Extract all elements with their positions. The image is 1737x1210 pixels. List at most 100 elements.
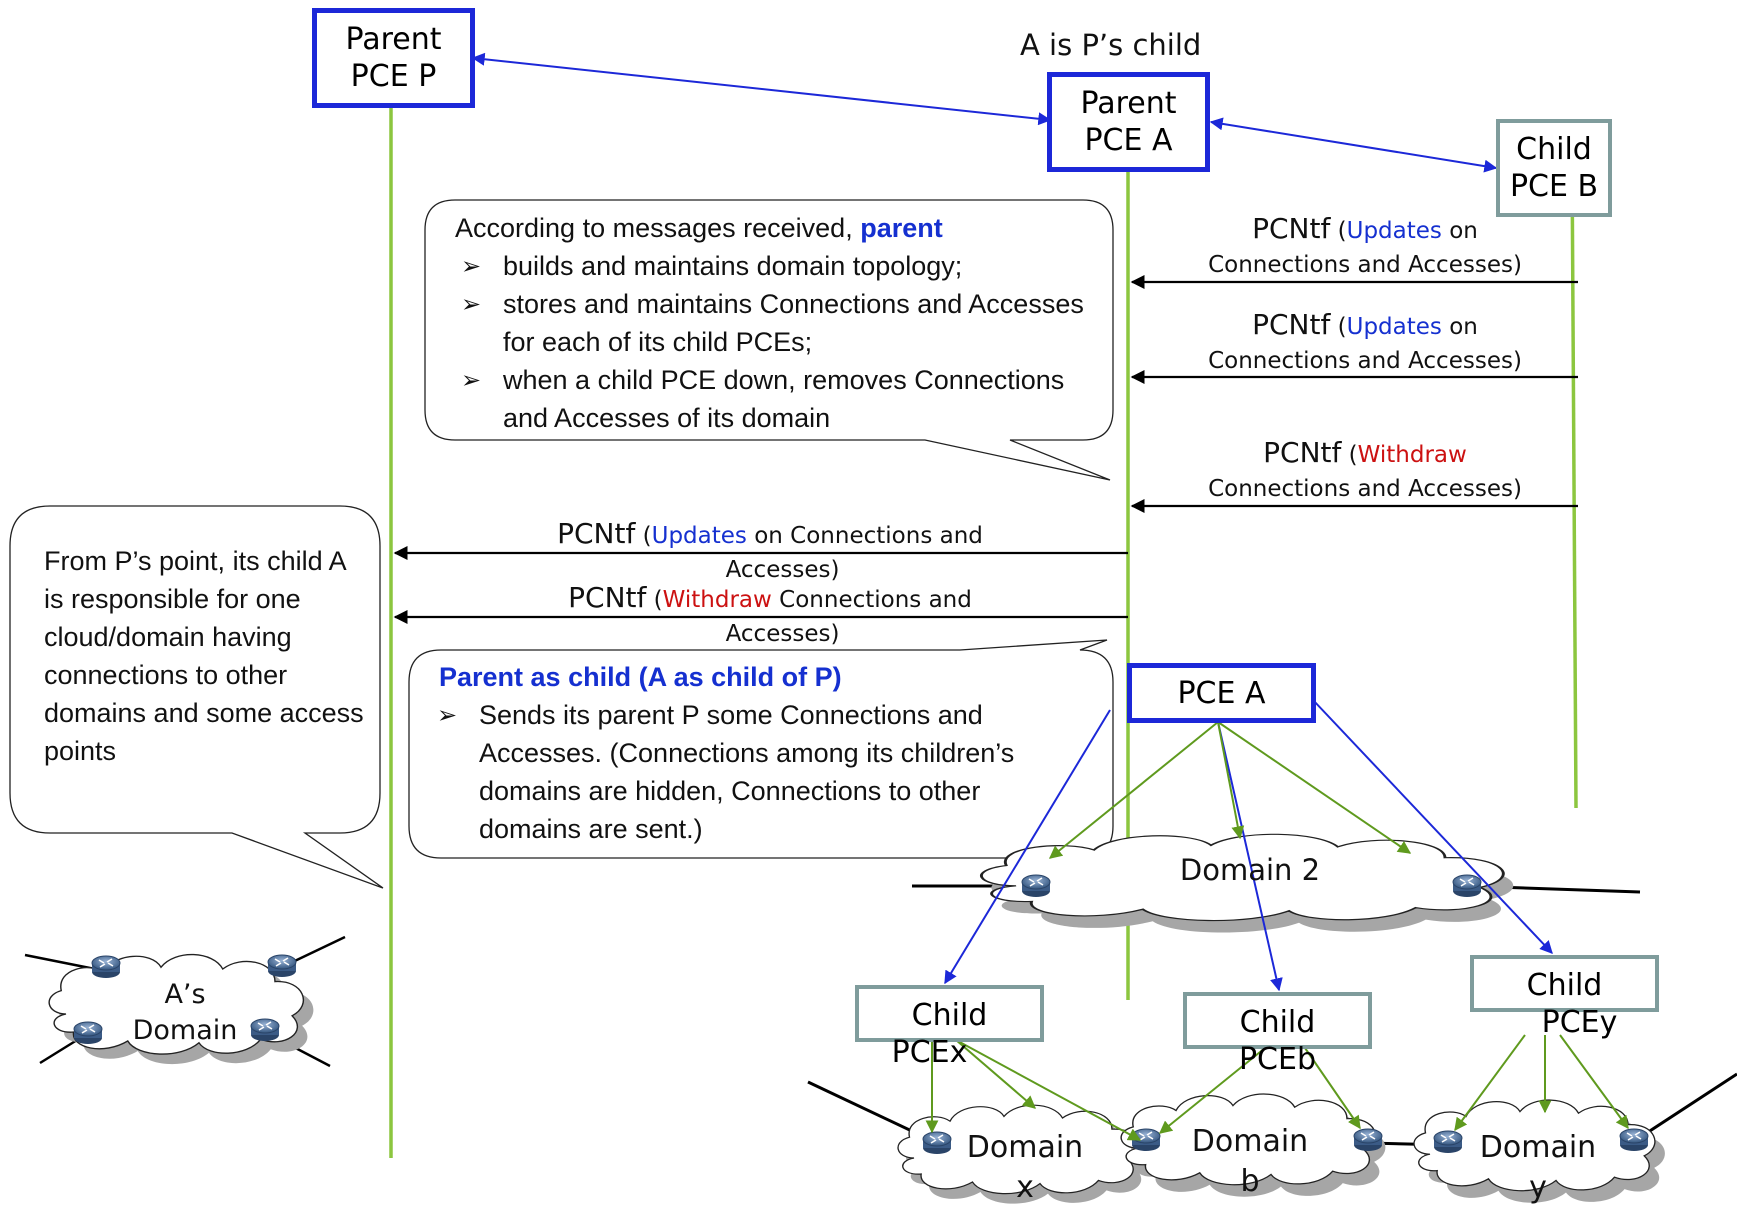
router-icon <box>91 955 121 979</box>
relation-label: A is P’s child <box>1020 28 1202 62</box>
message-2-rest: on <box>1441 314 1478 340</box>
a-domain-label: A’s Domain <box>110 977 260 1049</box>
message-4-line2: Accesses) <box>725 557 840 583</box>
message-1-open: ( <box>1330 218 1347 244</box>
green-arrow-b-2 <box>1304 1047 1361 1130</box>
callout-parent-item: builds and maintains domain topology; <box>455 247 1095 285</box>
domain-x-line2: x <box>1016 1170 1034 1205</box>
green-arrow-y-1 <box>1454 1034 1526 1132</box>
child-pcex-line2: PCEx <box>891 1035 968 1070</box>
a-domain-line1: A’s <box>164 979 206 1010</box>
child-pcey-line2: PCEy <box>1541 1005 1618 1040</box>
router-icon <box>267 954 297 978</box>
router-icon <box>1619 1128 1649 1152</box>
lifeline-child-pce-b <box>1570 154 1578 809</box>
router-icon <box>1021 874 1051 898</box>
parent-pce-a-line1: Parent <box>1080 86 1177 121</box>
message-2-open: ( <box>1330 314 1347 340</box>
router-icon <box>922 1131 952 1155</box>
message-label-3: PCNtf (Withdraw Connections and Accesses… <box>1155 436 1575 504</box>
arrow-a-b <box>1209 117 1498 173</box>
a-domain-cloud <box>24 935 346 1068</box>
message-3-open: ( <box>1341 442 1358 468</box>
message-label-1: PCNtf (Updates on Connections and Access… <box>1155 212 1575 280</box>
message-5-rest: Connections and <box>771 587 972 613</box>
callout-p-view-text: From P’s point, its child A is responsib… <box>44 546 364 766</box>
pce-a-box: PCE A <box>1127 663 1316 723</box>
green-arrow-b-1 <box>1158 1047 1266 1134</box>
child-pcex-line1: Child <box>911 998 988 1033</box>
domain-2-cloud <box>912 832 1641 933</box>
message-1-rest: on <box>1441 218 1478 244</box>
blue-arrow-pcea-pcey <box>1312 699 1553 954</box>
message-5-line2: Accesses) <box>725 621 840 647</box>
message-4-action: Updates <box>651 523 747 549</box>
message-4-name: PCNtf <box>557 517 636 550</box>
router-icon <box>1433 1130 1463 1154</box>
domain-x-line1: Domain <box>966 1130 1084 1165</box>
child-pceb-line1: Child <box>1239 1005 1316 1040</box>
child-pcey-line1: Child <box>1526 968 1603 1003</box>
green-arrow-d2-right <box>1217 721 1412 854</box>
callout-parent-as-child-item: Sends its parent P some Connections and … <box>431 696 1079 848</box>
domain-x-label: Domain x <box>955 1128 1095 1208</box>
callout-parent-text: According to messages received, parent b… <box>455 209 1095 437</box>
child-pce-b-line1: Child <box>1516 132 1592 167</box>
domain-2-label: Domain 2 <box>1179 853 1321 887</box>
domain-y-line2: y <box>1529 1170 1547 1205</box>
callout-parent-intro: According to messages received, <box>455 213 861 243</box>
message-3-name: PCNtf <box>1263 436 1342 469</box>
parent-pce-p-line2: PCE P <box>350 59 437 94</box>
message-2-name: PCNtf <box>1252 308 1331 341</box>
router-icon <box>1353 1128 1383 1152</box>
blue-arrow-pcea-pceb <box>1217 721 1283 992</box>
child-pceb-line2: PCEb <box>1238 1042 1317 1077</box>
callout-parent-as-child-title: Parent as child (A as child of P) <box>439 662 842 692</box>
green-arrow-y-3 <box>1559 1034 1629 1130</box>
message-1-action: Updates <box>1346 218 1442 244</box>
domain-y-label: Domain y <box>1468 1128 1608 1208</box>
arrow-p-a <box>471 52 1052 126</box>
green-arrow-x-2 <box>955 1039 1036 1109</box>
message-5-open: ( <box>646 587 663 613</box>
green-arrow-x-3 <box>955 1039 1142 1141</box>
parent-pce-p-line1: Parent <box>345 22 442 57</box>
domain-b-line2: b <box>1240 1164 1260 1199</box>
callout-parent-item: when a child PCE down, removes Connectio… <box>455 361 1095 437</box>
message-2-action: Updates <box>1346 314 1442 340</box>
callout-parent-item: stores and maintains Connections and Acc… <box>455 285 1095 361</box>
callout-parent-as-child-text: Parent as child (A as child of P) Sends … <box>437 658 1079 848</box>
router-icon <box>1131 1128 1161 1152</box>
message-3-line2: Connections and Accesses) <box>1208 476 1522 502</box>
parent-pce-a-line2: PCE A <box>1084 123 1173 158</box>
message-label-4: PCNtf (Updates on Connections and Access… <box>490 517 1050 585</box>
router-icon <box>73 1021 103 1045</box>
message-2-line2: Connections and Accesses) <box>1208 348 1522 374</box>
domain-b-label: Domain b <box>1180 1122 1320 1202</box>
domain-x-cloud <box>807 1080 1147 1204</box>
green-arrow-d2-mid <box>1217 721 1245 840</box>
child-pce-b-line2: PCE B <box>1509 169 1599 204</box>
message-4-open: ( <box>635 523 652 549</box>
pce-a-label: PCE A <box>1177 675 1266 711</box>
message-5-name: PCNtf <box>568 581 647 614</box>
domain-b-line1: Domain <box>1191 1124 1309 1159</box>
message-label-5: PCNtf (Withdraw Connections and Accesses… <box>490 581 1050 649</box>
message-4-rest: on Connections and <box>746 523 983 549</box>
domain-y-line1: Domain <box>1479 1130 1597 1165</box>
message-5-action: Withdraw <box>662 587 772 613</box>
domain-y-cloud <box>1413 1072 1737 1203</box>
router-icon <box>1452 874 1482 898</box>
a-domain-line2: Domain <box>132 1015 238 1046</box>
message-3-action: Withdraw <box>1357 442 1467 468</box>
callout-p-view-bubble <box>9 505 384 889</box>
message-1-name: PCNtf <box>1252 212 1331 245</box>
callout-parent-emphasis: parent <box>860 213 943 243</box>
message-1-line2: Connections and Accesses) <box>1208 252 1522 278</box>
